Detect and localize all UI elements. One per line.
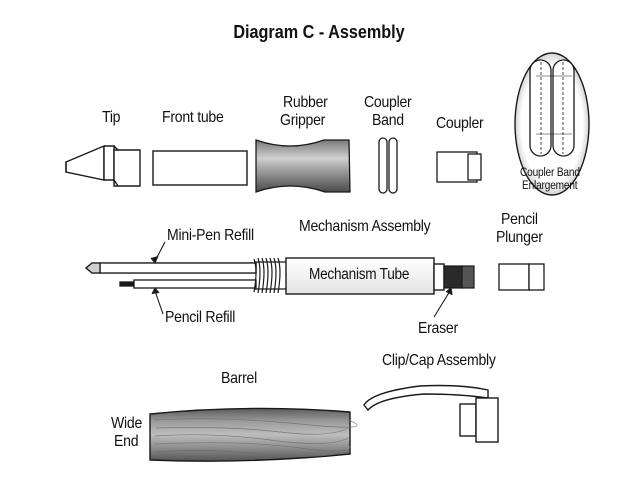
label-wide-end-line2: End [114, 433, 139, 450]
barrel-part [149, 407, 358, 462]
front-tube-part [152, 150, 248, 186]
mechanism-tube-part [285, 257, 445, 295]
rubber-gripper-part [255, 139, 351, 193]
leader-lines [150, 241, 453, 318]
label-enlargement-line1: Coupler Band [520, 167, 580, 179]
label-tip: Tip [102, 109, 121, 126]
label-coupler: Coupler [436, 115, 484, 132]
pencil-plunger-part [498, 263, 545, 291]
label-mini-pen-refill: Mini-Pen Refill [167, 227, 254, 244]
coupler-band-part [378, 137, 398, 194]
label-mechanism-tube: Mechanism Tube [309, 266, 410, 283]
label-enlargement-line2: Enlargement [522, 180, 578, 192]
label-clip-cap-assembly: Clip/Cap Assembly [382, 352, 496, 369]
label-coupler-band-line1: Coupler [364, 94, 412, 111]
label-coupler-band-line2: Band [372, 112, 404, 129]
spring-coil [253, 257, 286, 294]
label-mechanism-assembly: Mechanism Assembly [299, 218, 431, 235]
diagram-title: Diagram C - Assembly [233, 22, 405, 42]
label-wide-end-line1: Wide [111, 415, 143, 432]
label-eraser: Eraser [418, 320, 458, 337]
tip-part [65, 144, 141, 187]
label-pencil-plunger-line2: Plunger [496, 229, 543, 246]
label-rubber-gripper-line2: Gripper [280, 112, 326, 129]
label-rubber-gripper-line1: Rubber [283, 94, 328, 111]
clip-cap-part [363, 384, 499, 443]
pencil-refill-part [119, 279, 257, 289]
eraser-part [443, 265, 475, 289]
coupler-part [436, 151, 482, 183]
mini-pen-refill-part [84, 262, 257, 274]
label-front-tube: Front tube [162, 109, 224, 126]
label-barrel: Barrel [221, 370, 257, 387]
label-pencil-plunger-line1: Pencil [501, 211, 538, 228]
label-pencil-refill: Pencil Refill [165, 309, 236, 326]
coupler-band-enlargement [514, 52, 590, 196]
